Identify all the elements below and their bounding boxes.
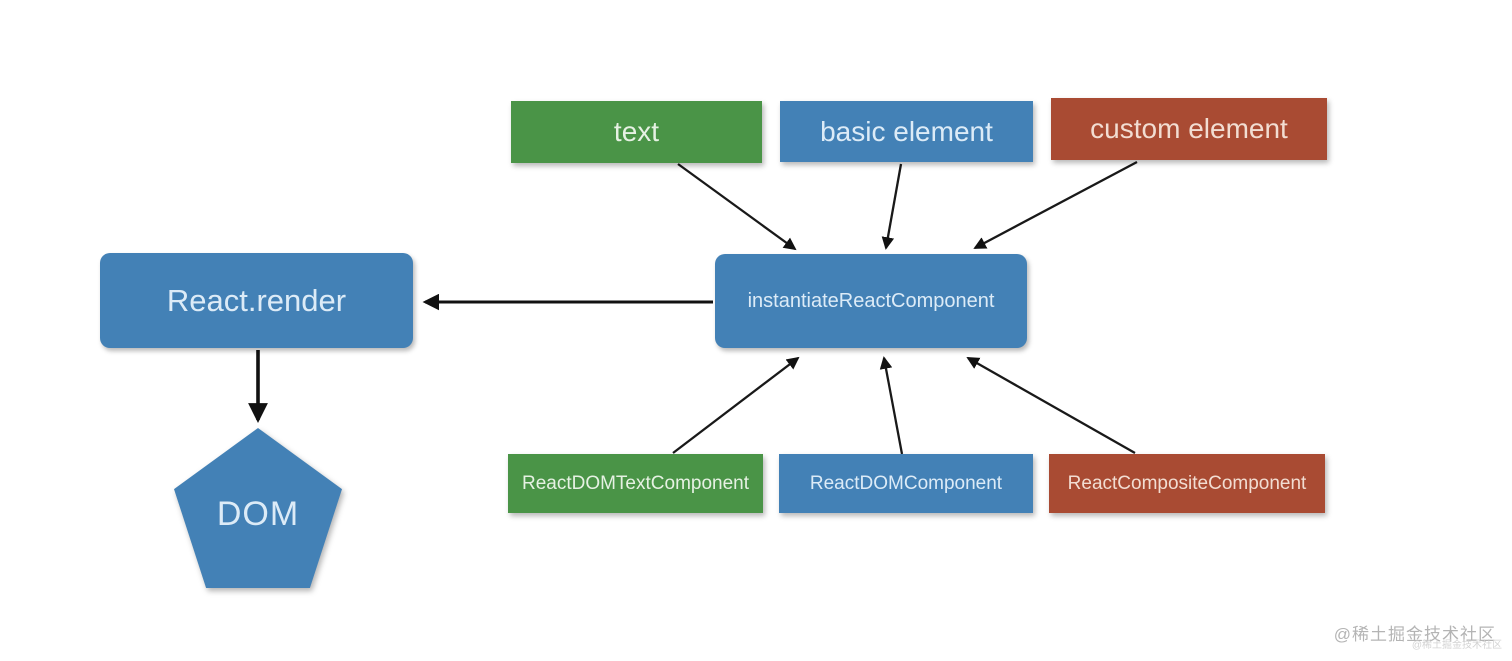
node-rdc-label: ReactDOMComponent (809, 472, 1003, 494)
edge-text-to-instantiate (677, 163, 797, 251)
edge-custom-element-to-instantiate (973, 160, 1138, 250)
node-text-label: text (613, 116, 660, 147)
node-rcc-label: ReactCompositeComponent (1067, 472, 1307, 494)
watermark-text: @稀土掘金技术社区 (1333, 625, 1496, 644)
node-react-dom-text-component: ReactDOMTextComponent (508, 454, 763, 513)
node-react-composite-component: ReactCompositeComponent (1049, 454, 1325, 513)
node-react-dom-component: ReactDOMComponent (779, 454, 1033, 513)
edge-rcc-to-instantiate (966, 357, 1136, 454)
watermark-shadow-text: @稀土掘金技术社区 (1411, 640, 1502, 651)
node-custom-element-label: custom element (1090, 113, 1288, 144)
node-basic-element: basic element (780, 101, 1033, 162)
node-react-render: React.render (100, 253, 413, 348)
node-instantiate-react-component: instantiateReactComponent (715, 254, 1027, 348)
node-instantiate-label: instantiateReactComponent (747, 289, 995, 312)
edge-rdc-to-instantiate (879, 356, 904, 455)
node-rdtc-label: ReactDOMTextComponent (521, 472, 750, 494)
node-basic-element-label: basic element (820, 115, 993, 147)
node-custom-element: custom element (1051, 98, 1327, 160)
node-dom: DOM (174, 428, 342, 588)
node-react-render-label: React.render (166, 282, 347, 318)
pentagon-shape: DOM (174, 428, 342, 588)
edge-basic-element-to-instantiate (881, 163, 903, 250)
edge-rdtc-to-instantiate (672, 356, 800, 454)
node-dom-label: DOM (216, 494, 300, 533)
node-text: text (511, 101, 762, 163)
